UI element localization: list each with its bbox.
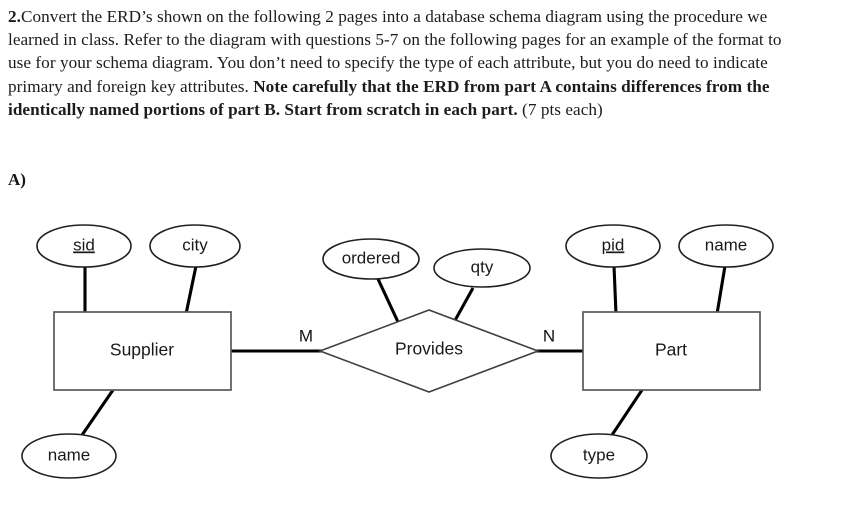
- attribute-city-label: city: [182, 235, 208, 254]
- part-a-label: A): [8, 170, 26, 189]
- attribute-city-ellipse: [149, 224, 241, 268]
- link-part-type: [608, 389, 644, 439]
- erd-diagram: sid city name ordered qty pid name type …: [0, 200, 868, 521]
- link-partname-part: [715, 265, 727, 315]
- relationship-provides-diamond: [317, 309, 541, 393]
- attribute-pid-ellipse: [565, 224, 661, 268]
- attribute-pid-label: pid: [602, 235, 625, 254]
- question-body-lead: Convert the ERD’s shown on the following…: [8, 7, 782, 96]
- question-body-points: (7 pts each): [517, 99, 603, 119]
- link-ordered-provides: [376, 278, 400, 323]
- question-text: 2.Convert the ERD’s shown on the followi…: [8, 5, 808, 121]
- link-supplier-name: [78, 389, 115, 439]
- attribute-ordered-ellipse: [322, 238, 420, 280]
- attribute-part-name-ellipse: [678, 224, 774, 268]
- entity-supplier-label: Supplier: [110, 340, 174, 360]
- attribute-type-label: type: [583, 445, 615, 464]
- link-pid-part: [612, 265, 618, 315]
- attribute-sid-label: sid: [73, 235, 95, 254]
- attribute-type-ellipse: [550, 433, 648, 479]
- attribute-supplier-name-label: name: [48, 445, 91, 464]
- attribute-part-name-label: name: [705, 235, 748, 254]
- cardinality-n-label: N: [543, 326, 555, 345]
- link-city-supplier: [184, 265, 198, 315]
- attribute-ordered-label: ordered: [342, 248, 401, 267]
- attribute-supplier-name-ellipse: [21, 433, 117, 479]
- attribute-sid-ellipse: [36, 224, 132, 268]
- entity-part-box: [582, 311, 761, 391]
- attribute-qty-ellipse: [433, 248, 531, 288]
- attribute-qty-label: qty: [471, 257, 494, 276]
- entity-supplier-box: [53, 311, 232, 391]
- link-qty-provides: [451, 287, 475, 325]
- cardinality-m-label: M: [299, 326, 313, 345]
- question-number: 2.: [8, 7, 21, 26]
- entity-part-label: Part: [655, 340, 687, 360]
- relationship-provides-label: Provides: [395, 339, 463, 359]
- question-body-emphasis: Note carefully that the ERD from part A …: [8, 76, 770, 119]
